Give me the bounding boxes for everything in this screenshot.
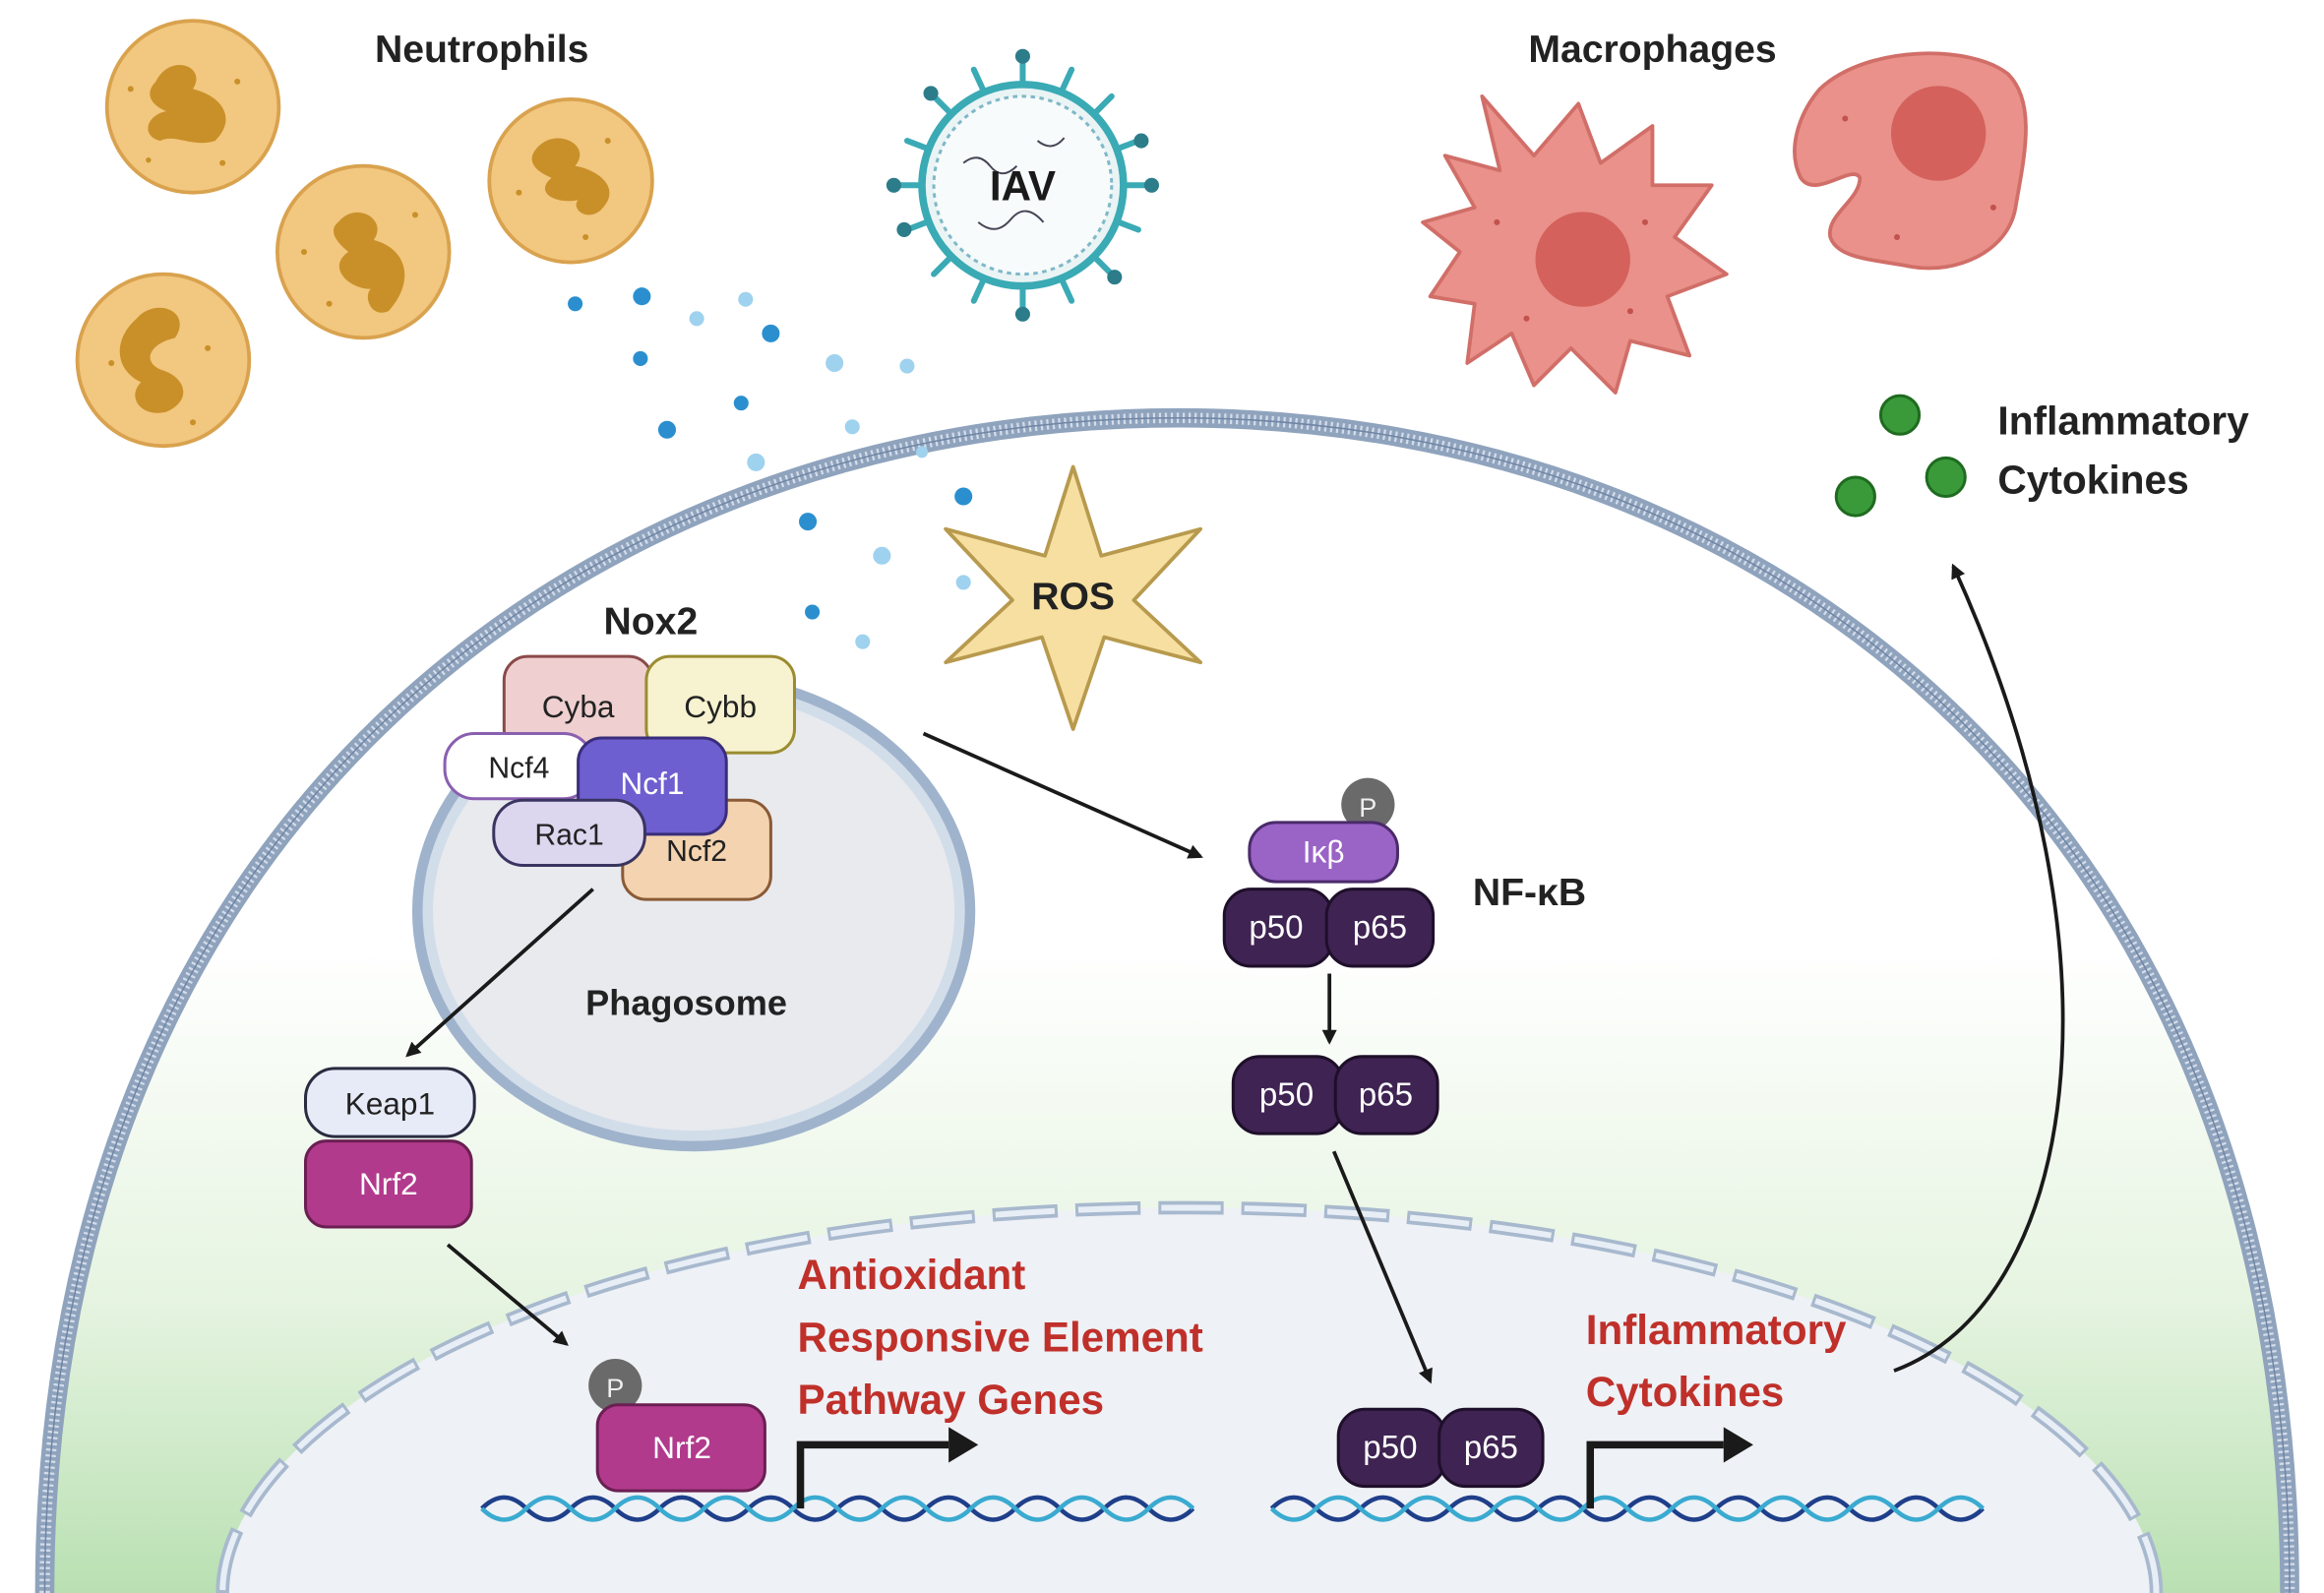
iav-virus — [886, 48, 1159, 322]
pathway-arrows — [405, 563, 2065, 1384]
are-promoter-head — [948, 1427, 979, 1463]
cyt-genes-line1: Inflammatory — [1586, 1307, 1847, 1353]
ros-particles — [568, 287, 973, 649]
cytokines-outside-line1: Inflammatory — [1997, 398, 2249, 443]
macrophage-cells — [1421, 51, 2028, 395]
p50-label-1: p50 — [1249, 909, 1303, 946]
arrow-nrf2-to-nucleus — [446, 1243, 569, 1346]
arrow-nox2-to-nfkb — [922, 731, 1203, 859]
ncf1-label: Ncf1 — [620, 766, 684, 801]
nfkb-nuclear — [1336, 1407, 1545, 1489]
cyba-label: Cyba — [542, 689, 615, 724]
neutrophil-cells — [75, 19, 654, 449]
dna-left — [480, 1495, 1195, 1522]
neutrophil-4 — [487, 97, 654, 265]
nrf2-phospho-label: P — [606, 1373, 624, 1403]
nox2-complex — [443, 654, 797, 901]
are-genes-line3: Pathway Genes — [798, 1377, 1105, 1423]
cyt-promoter-line — [1586, 1440, 1724, 1509]
neutrophil-2 — [275, 163, 452, 340]
nox2-title: Nox2 — [604, 601, 699, 643]
cyt-promoter-head — [1723, 1427, 1753, 1463]
cytokine-dots — [1834, 394, 1967, 518]
rac1-label: Rac1 — [534, 819, 603, 851]
ros-label: ROS — [1031, 576, 1115, 618]
neutrophil-1 — [104, 19, 281, 195]
macrophage-2 — [1793, 51, 2028, 271]
nucleus — [215, 1200, 2164, 1593]
dna-right — [1269, 1495, 1985, 1522]
nrf2-cytoplasm-label: Nrf2 — [359, 1166, 418, 1201]
nrf2-nuclear-label: Nrf2 — [652, 1430, 711, 1465]
macrophages-label: Macrophages — [1528, 29, 1776, 71]
nfkb-title: NF-κB — [1473, 872, 1586, 914]
p65-label-1: p65 — [1353, 909, 1407, 946]
iav-label: IAV — [990, 162, 1056, 209]
arrow-cytokine-release — [1893, 563, 2065, 1373]
macrophage-1 — [1421, 94, 1729, 395]
phagosome-label: Phagosome — [585, 983, 787, 1023]
ikb-label: Iκβ — [1303, 834, 1345, 870]
ros-star — [944, 464, 1203, 731]
are-promoter-line — [796, 1440, 949, 1509]
p65-label-2: p65 — [1359, 1077, 1413, 1114]
arrow-nox2-to-keap1 — [405, 888, 594, 1058]
are-genes-line2: Responsive Element — [798, 1315, 1203, 1361]
arrow-nfkb-to-nucleus — [1331, 1150, 1433, 1384]
nfkb-complex — [1222, 777, 1436, 968]
cyt-genes-line2: Cytokines — [1586, 1369, 1784, 1415]
p50-label-2: p50 — [1259, 1077, 1314, 1114]
p50-label-3: p50 — [1363, 1430, 1417, 1466]
nfkb-dimer-free — [1231, 1055, 1439, 1135]
nrf2-nuclear — [588, 1359, 766, 1493]
ncf2-label: Ncf2 — [666, 835, 727, 868]
neutrophils-label: Neutrophils — [375, 29, 588, 71]
neutrophil-3 — [75, 272, 252, 449]
are-genes-line1: Antioxidant — [798, 1252, 1026, 1298]
ikb-phospho-label: P — [1359, 792, 1376, 823]
keap1-label: Keap1 — [345, 1086, 435, 1122]
keap1-nrf2-complex — [303, 1067, 476, 1229]
p65-label-3: p65 — [1464, 1430, 1518, 1466]
cybb-label: Cybb — [684, 689, 757, 724]
ncf4-label: Ncf4 — [488, 753, 549, 785]
cytokines-outside-line2: Cytokines — [1997, 458, 2188, 503]
